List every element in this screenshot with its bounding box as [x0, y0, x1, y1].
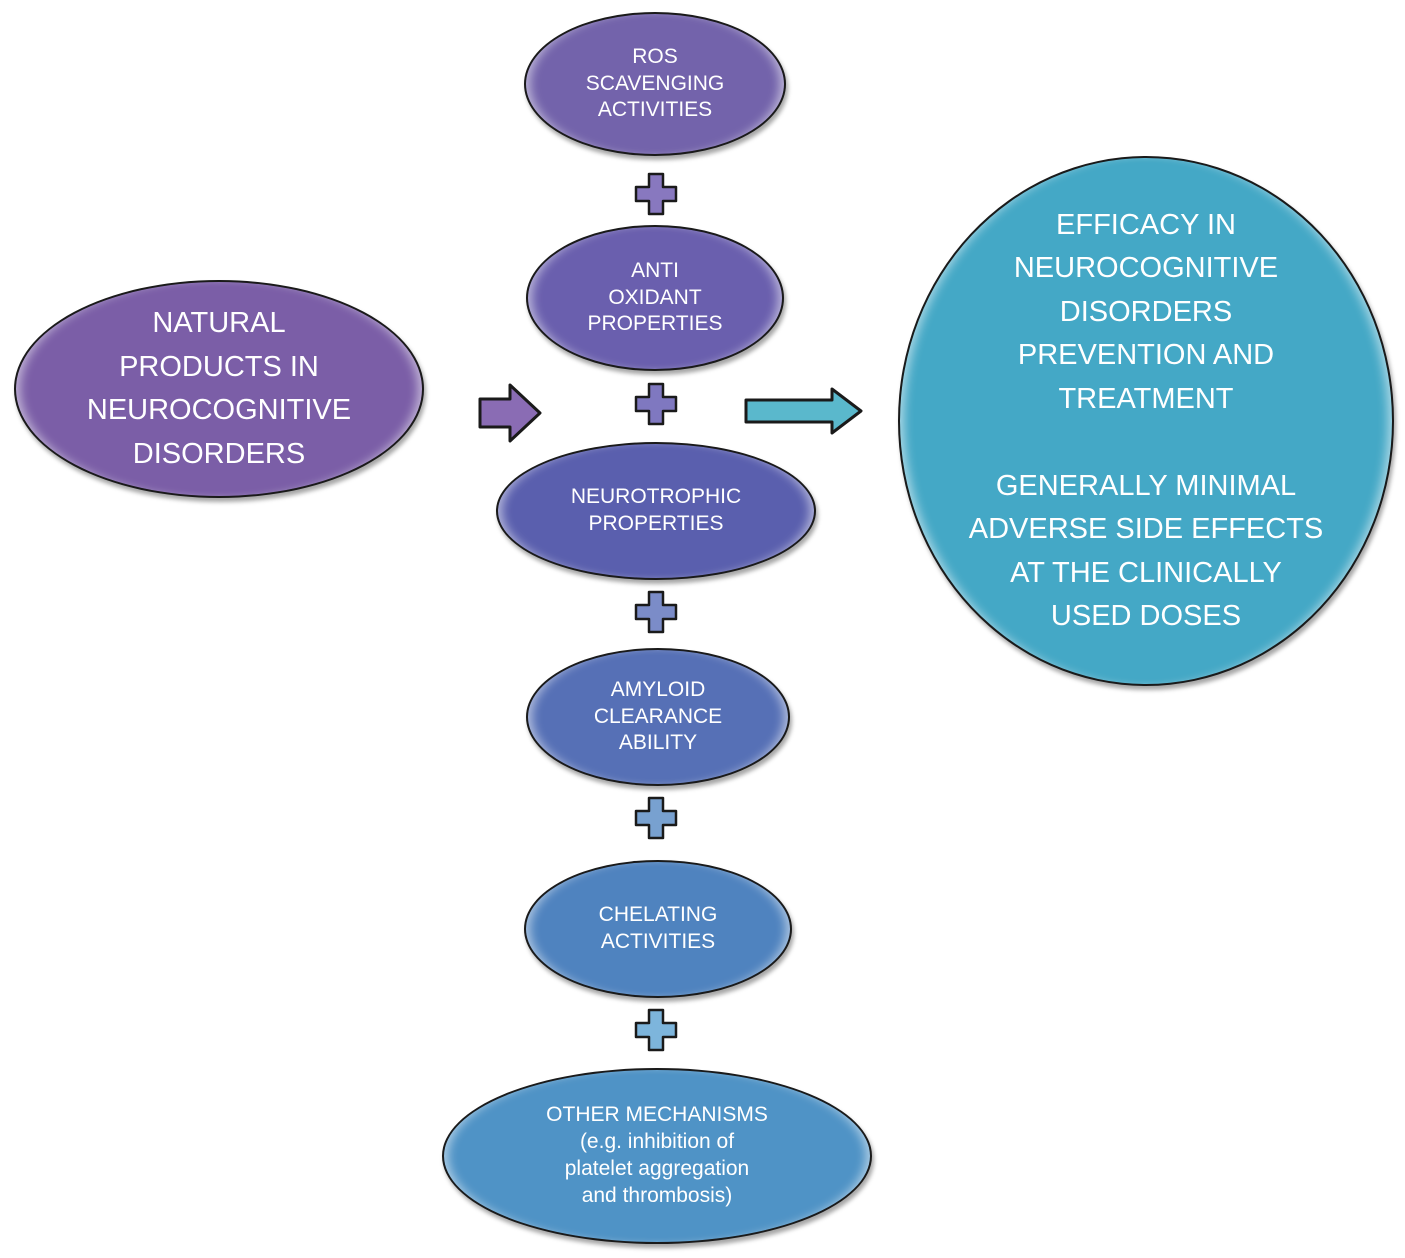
mechanism-node: OTHER MECHANISMS (e.g. inhibition of pla… [442, 1068, 872, 1244]
outcome-node-label: EFFICACY IN NEUROCOGNITIVE DISORDERS PRE… [968, 208, 1324, 633]
outcome-node-efficacy: EFFICACY IN NEUROCOGNITIVE DISORDERS PRE… [898, 156, 1394, 686]
mechanism-label: OTHER MECHANISMS (e.g. inhibition of pla… [546, 1103, 768, 1207]
mechanism-node: AMYLOID CLEARANCE ABILITY [526, 648, 790, 786]
mechanism-label: CHELATING ACTIVITIES [598, 903, 718, 953]
mechanism-node: ROS SCAVENGING ACTIVITIES [524, 12, 786, 156]
mechanism-node: ANTI OXIDANT PROPERTIES [526, 225, 784, 371]
plus-icon [634, 796, 678, 840]
input-arrow-icon [478, 383, 542, 443]
plus-icon [634, 1008, 678, 1052]
output-arrow-icon [744, 387, 863, 435]
mechanism-label: NEUROTROPHIC PROPERTIES [570, 485, 742, 535]
mechanism-label: AMYLOID CLEARANCE ABILITY [593, 677, 723, 755]
plus-icon [634, 590, 678, 634]
source-node-natural-products: NATURAL PRODUCTS IN NEUROCOGNITIVE DISOR… [14, 280, 424, 498]
mechanism-label: ANTI OXIDANT PROPERTIES [587, 258, 723, 336]
mechanism-node: CHELATING ACTIVITIES [524, 860, 792, 998]
mechanism-label: ROS SCAVENGING ACTIVITIES [585, 44, 725, 122]
mechanism-node: NEUROTROPHIC PROPERTIES [496, 442, 816, 580]
plus-icon [634, 172, 678, 216]
plus-icon [634, 382, 678, 426]
source-node-label: NATURAL PRODUCTS IN NEUROCOGNITIVE DISOR… [86, 307, 352, 470]
